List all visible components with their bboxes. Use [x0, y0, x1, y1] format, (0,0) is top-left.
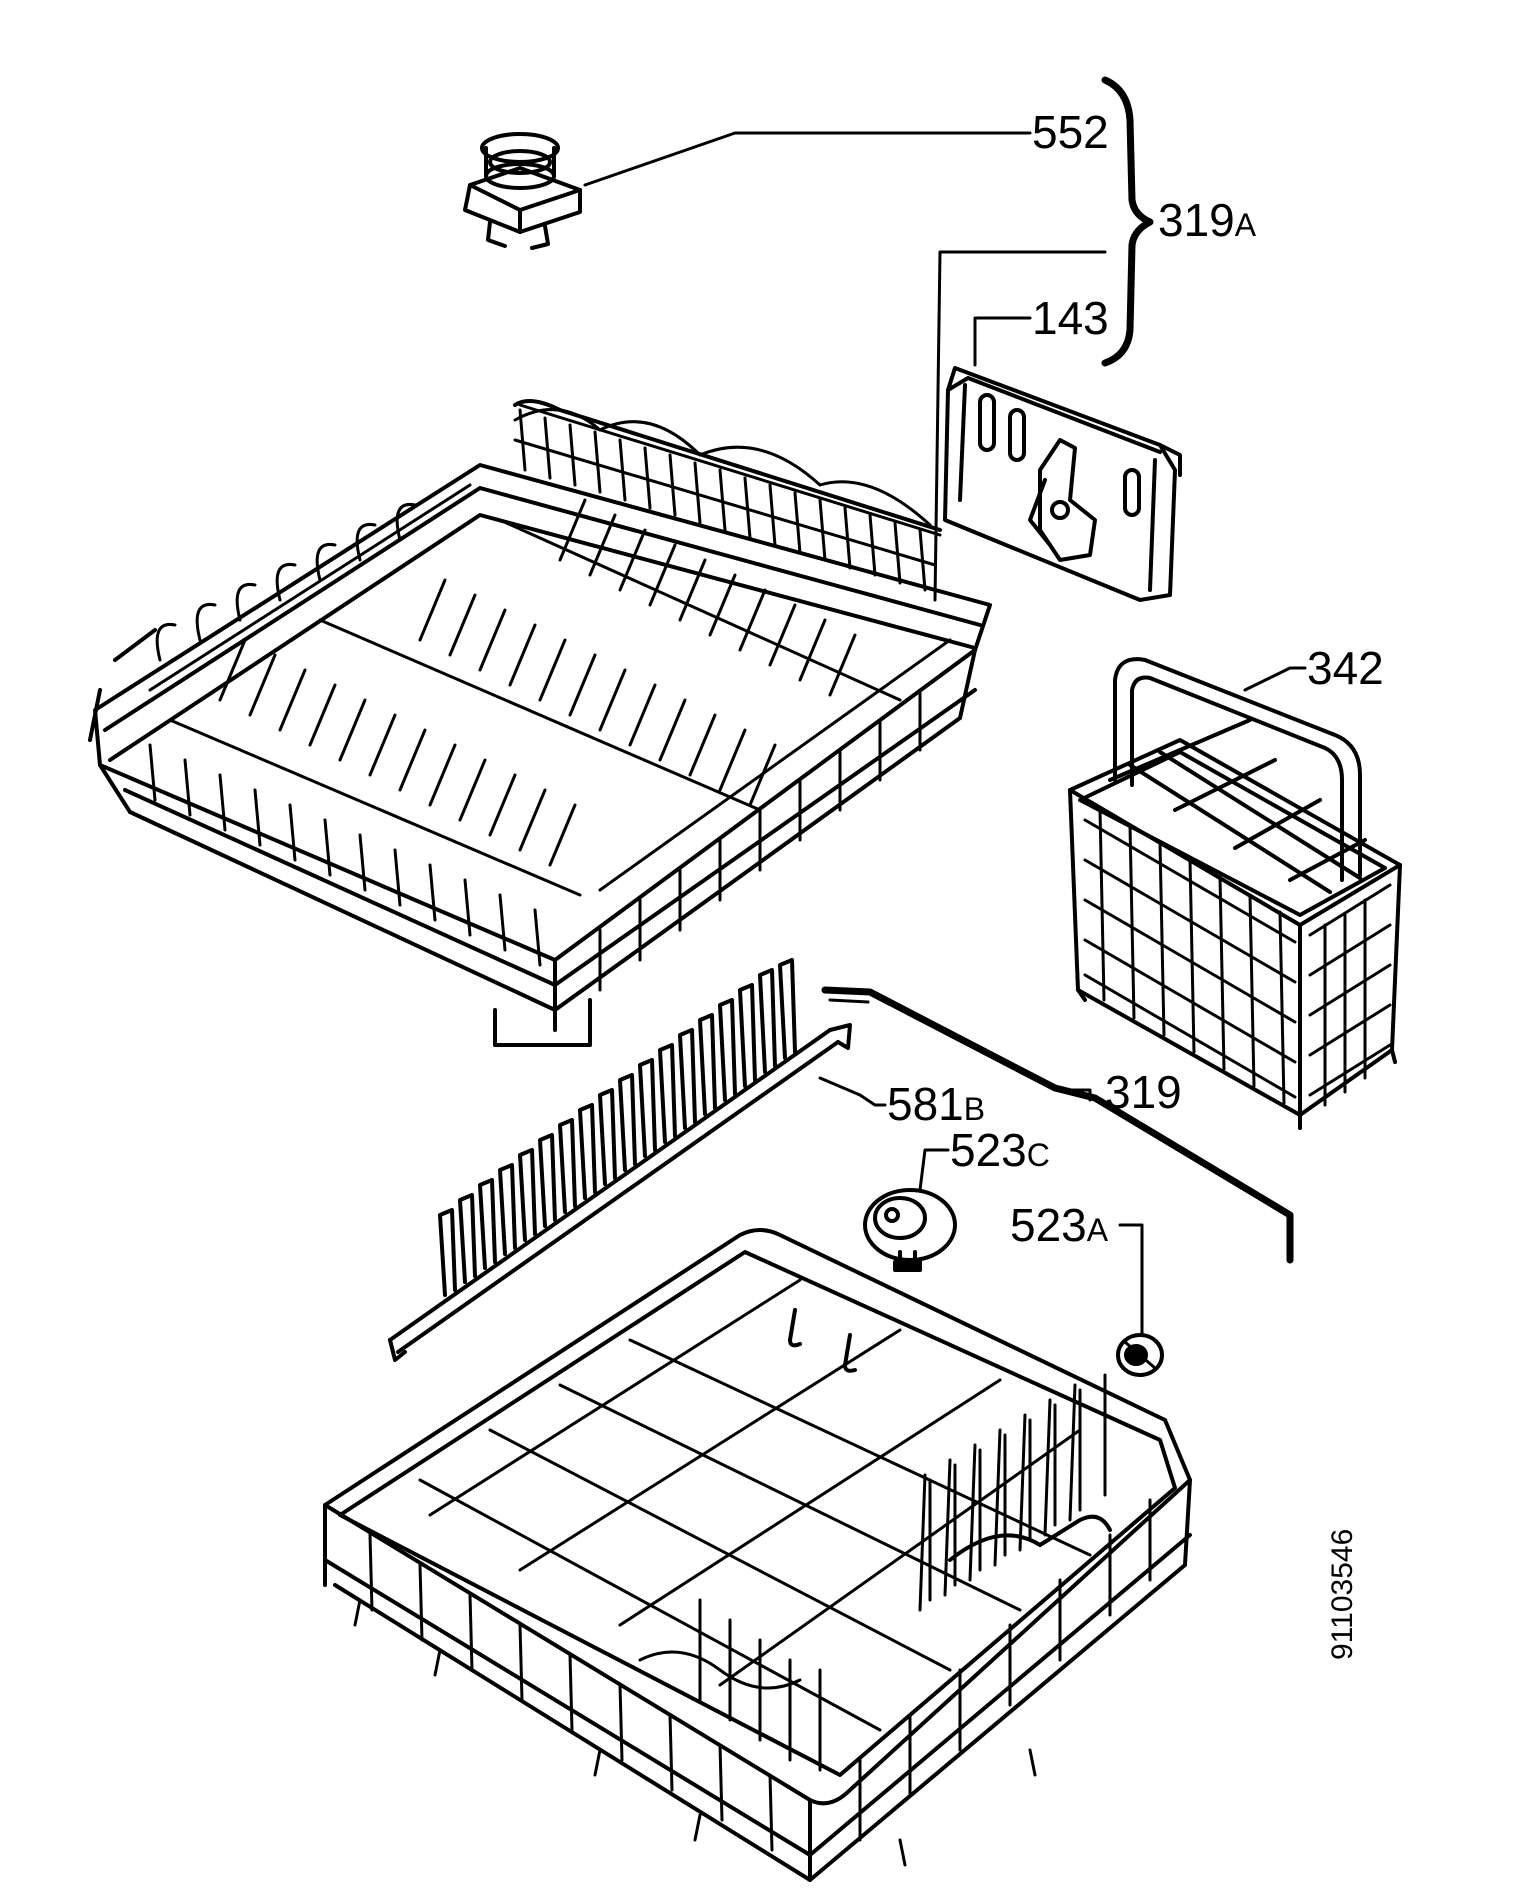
label-581b: 581B — [887, 1078, 985, 1130]
label-523c: 523C — [950, 1124, 1050, 1176]
part-552-wheel-bracket — [463, 132, 582, 250]
label-552: 552 — [1032, 106, 1109, 158]
part-581b-tine-rack — [388, 958, 852, 1362]
drawing-number: 91103546 — [1326, 1529, 1359, 1660]
label-143: 143 — [1032, 292, 1109, 344]
part-523c-wheel — [863, 1188, 957, 1272]
rail-319 — [821, 986, 1294, 1264]
lower-basket — [323, 1228, 1192, 1882]
part-labels: 552 319A 143 342 581B 319 523C 523A 9110… — [887, 106, 1384, 1660]
label-523a: 523A — [1010, 1199, 1109, 1251]
part-342-cutlery-basket — [1068, 657, 1402, 1130]
label-319: 319 — [1105, 1066, 1182, 1118]
part-143-adjuster-plate — [943, 366, 1182, 602]
leader-lines — [583, 131, 1307, 1337]
label-319a: 319A — [1158, 194, 1257, 246]
upper-basket — [88, 399, 992, 1047]
part-523a-small-wheel — [1116, 1333, 1164, 1377]
brace-319a — [1101, 76, 1154, 367]
label-342: 342 — [1307, 642, 1384, 694]
